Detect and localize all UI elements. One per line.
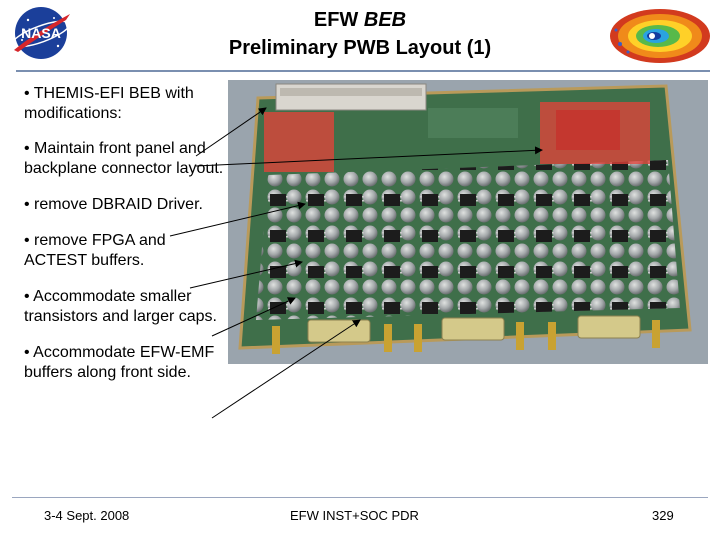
bullet-6: • Accommodate EFW-EMF buffers along fron…	[24, 344, 215, 381]
footer-event: EFW INST+SOC PDR	[290, 508, 419, 523]
bullet-3: • remove DBRAID Driver.	[24, 196, 203, 213]
title-italic: BEB	[363, 9, 407, 31]
slide-title: EFW BEB Preliminary PWB Layout (1)	[110, 6, 610, 62]
footer-date: 3-4 Sept. 2008	[44, 508, 130, 523]
footer-page-number: 329	[652, 508, 674, 523]
bullet-4: • remove FPGA and ACTEST buffers.	[24, 232, 166, 269]
title-line-1: EFW BEB	[110, 6, 610, 34]
footer-rule	[12, 497, 708, 498]
nasa-logo-icon: NASA	[11, 7, 71, 59]
nasa-logo-text: NASA	[21, 25, 61, 41]
bullet-list: • THEMIS-EFI BEB with modifications: • M…	[24, 84, 224, 399]
bullet-5: • Accommodate smaller transistors and la…	[24, 288, 217, 325]
bullet-1: • THEMIS-EFI BEB with modifications:	[24, 85, 194, 122]
pcb-board-image	[228, 80, 708, 364]
bullet-2: • Maintain front panel and backplane con…	[24, 140, 224, 177]
title-line-2: Preliminary PWB Layout (1)	[228, 37, 492, 59]
title-plain: EFW	[313, 9, 364, 31]
header-rule	[16, 70, 710, 72]
magnetosphere-logo-icon	[598, 4, 714, 68]
